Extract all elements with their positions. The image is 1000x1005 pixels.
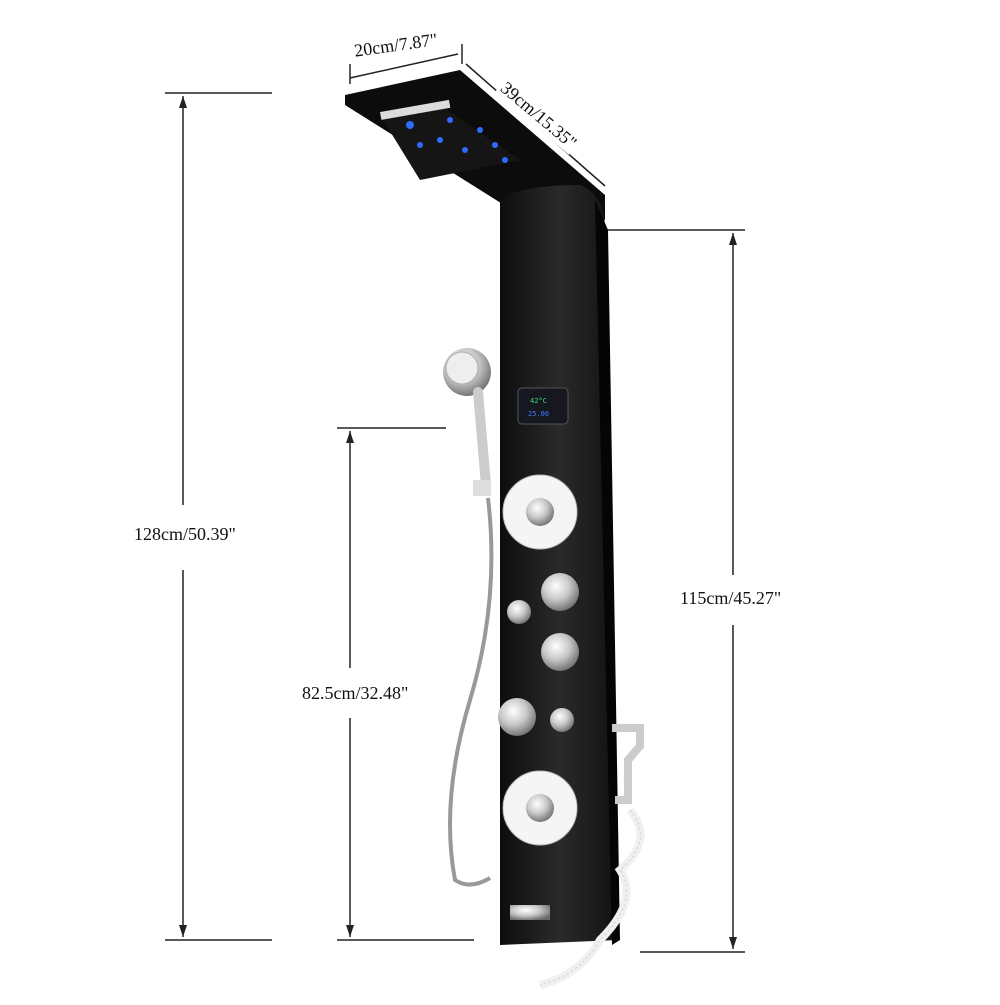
handshower-height-label: 82.5cm/32.48" [300,683,411,704]
panel-height-label: 115cm/45.27" [678,588,784,609]
total-height-label: 128cm/50.39" [132,524,238,545]
svg-text:25.00: 25.00 [528,410,549,418]
svg-text:42°C: 42°C [530,397,547,405]
dimension-lines [165,44,745,953]
